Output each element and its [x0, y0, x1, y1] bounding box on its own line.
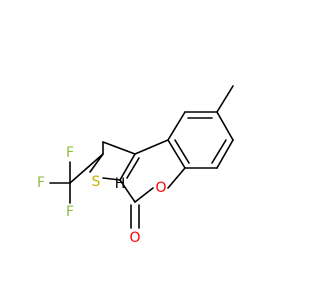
bond-benzene-5-inner: [211, 139, 227, 164]
bond-benzene-6: [216, 111, 234, 141]
bond-cf3-carbon: [69, 153, 104, 184]
bond-benzene-2: [167, 111, 186, 141]
bond-benzene-5: [216, 139, 234, 169]
bond-sulfur-to-cf3-carbon: [89, 153, 104, 173]
bond-methyl: [216, 85, 234, 113]
atom-carbonyl-oxygen: O: [129, 230, 140, 246]
atom-fluorine-left: F: [37, 175, 45, 191]
atom-stereo-hydrogen: H: [115, 176, 126, 192]
atom-fluorine-bottom: F: [66, 204, 74, 220]
bond-layer: [49, 85, 234, 229]
bond-oxygen-to-carbonyl: [134, 187, 154, 203]
atom-fluorine-top: F: [66, 145, 74, 161]
atom-layer: F F F S O O H: [37, 145, 167, 246]
atom-sulfur: S: [92, 174, 101, 190]
bond-ch2-to-ring: [102, 141, 136, 155]
bond-carbonyl-to-ring: [119, 179, 136, 203]
bond-benzene-3: [167, 139, 186, 169]
bond-ring-fusion-double: [119, 153, 136, 181]
molecule-diagram: F F F S O O H: [37, 85, 234, 246]
bond-ring-fusion-double-inner: [126, 157, 140, 179]
bond-benzene-3-inner: [174, 139, 190, 164]
bond-ring-to-sulfur: [102, 177, 121, 181]
structure-canvas: F F F S O O H: [36, 85, 234, 246]
atom-ring-oxygen: O: [155, 180, 166, 196]
bond-ring-to-aryl: [134, 139, 169, 155]
bond-aryl-to-oxygen: [167, 167, 186, 189]
